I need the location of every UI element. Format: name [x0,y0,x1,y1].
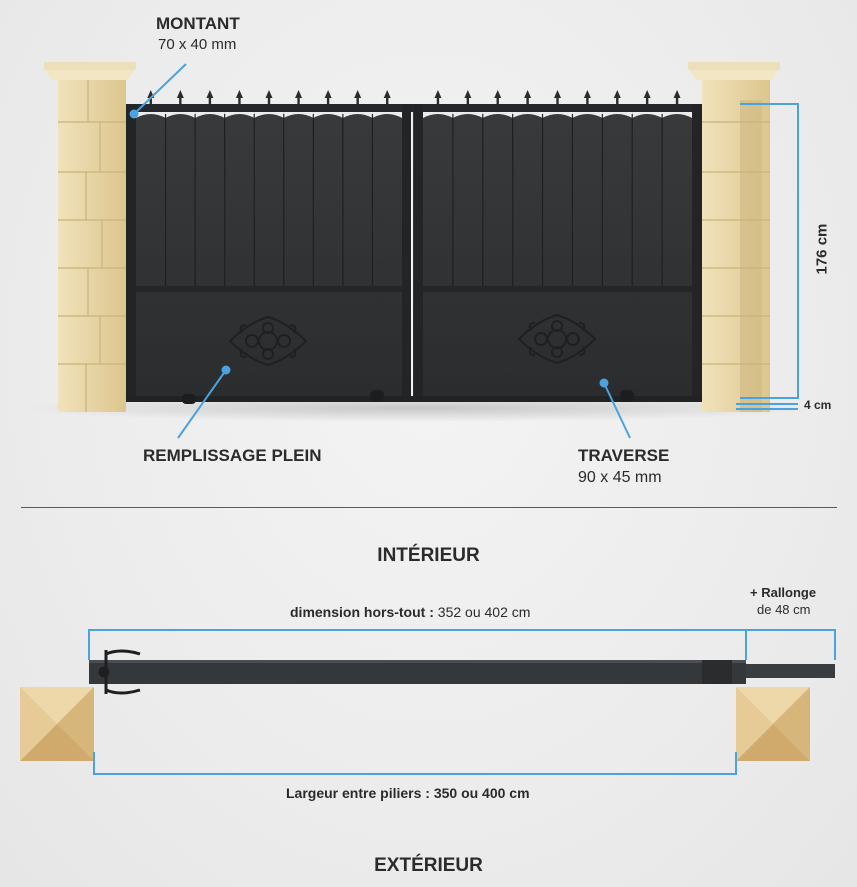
scallop [195,112,225,118]
scallop [542,112,573,118]
spear-tip [324,90,332,104]
spear-tip [643,90,651,104]
scallop [632,112,663,118]
gate-leaves [126,104,702,404]
exterieur-heading: EXTÉRIEUR [374,855,483,876]
scallop [602,112,633,118]
scallop [283,112,314,118]
scallop-row [136,112,692,118]
dimension-hors-tout: dimension hors-tout : 352 ou 402 cm [290,604,530,620]
spear-tip [434,90,442,104]
scallop [572,112,603,118]
dimension-value: 352 ou 402 cm [433,604,531,620]
spear-tip [613,90,621,104]
traverse-dimension: 90 x 45 mm [578,469,662,486]
rallonge-title: + Rallonge [750,585,817,600]
pillar-icon [20,687,94,761]
rallonge-dimension: de 48 cm [757,602,811,617]
scallop [482,112,513,118]
spear-tip [464,90,472,104]
hinge-icon [98,649,141,695]
right-pillar [688,62,780,412]
left-pillar [44,62,136,412]
montant-dimension: 70 x 40 mm [158,36,237,53]
remplissage-label: REMPLISSAGE PLEIN [143,446,322,465]
spear-tip [583,90,591,104]
traverse-title: TRAVERSE [578,446,670,465]
gap-label: 4 cm [804,398,832,412]
scallop [342,112,373,118]
pillar-icon [736,687,810,761]
scallop [372,112,402,118]
dimension-label: dimension hors-tout : [290,604,434,620]
callout-lines [129,63,631,439]
scallop [165,112,196,118]
spear-icon [147,90,681,104]
spear-tip [494,90,502,104]
plan-view [20,629,836,775]
scallop [423,112,453,118]
scallop [452,112,483,118]
scallop [254,112,284,118]
spear-tip [176,90,184,104]
spear-tip [206,90,214,104]
spear-tip [673,90,681,104]
spear-tip [354,90,362,104]
scallop [512,112,543,118]
spear-tip [554,90,561,104]
spear-tip [295,90,303,104]
spear-tip [524,90,532,104]
spear-tip [235,90,243,104]
montant-title: MONTANT [156,14,240,33]
scallop [662,112,692,118]
scallop [224,112,255,118]
scallop [136,112,166,118]
height-dimension [736,103,799,410]
spear-tip [383,90,391,104]
ornament-icon [228,313,597,367]
height-label: 176 cm [813,223,831,275]
scallop [313,112,343,118]
spear-tip [265,90,273,104]
interieur-heading: INTÉRIEUR [377,545,480,566]
largeur-label: Largeur entre piliers : 350 ou 400 cm [286,785,530,801]
section-divider [21,507,837,508]
